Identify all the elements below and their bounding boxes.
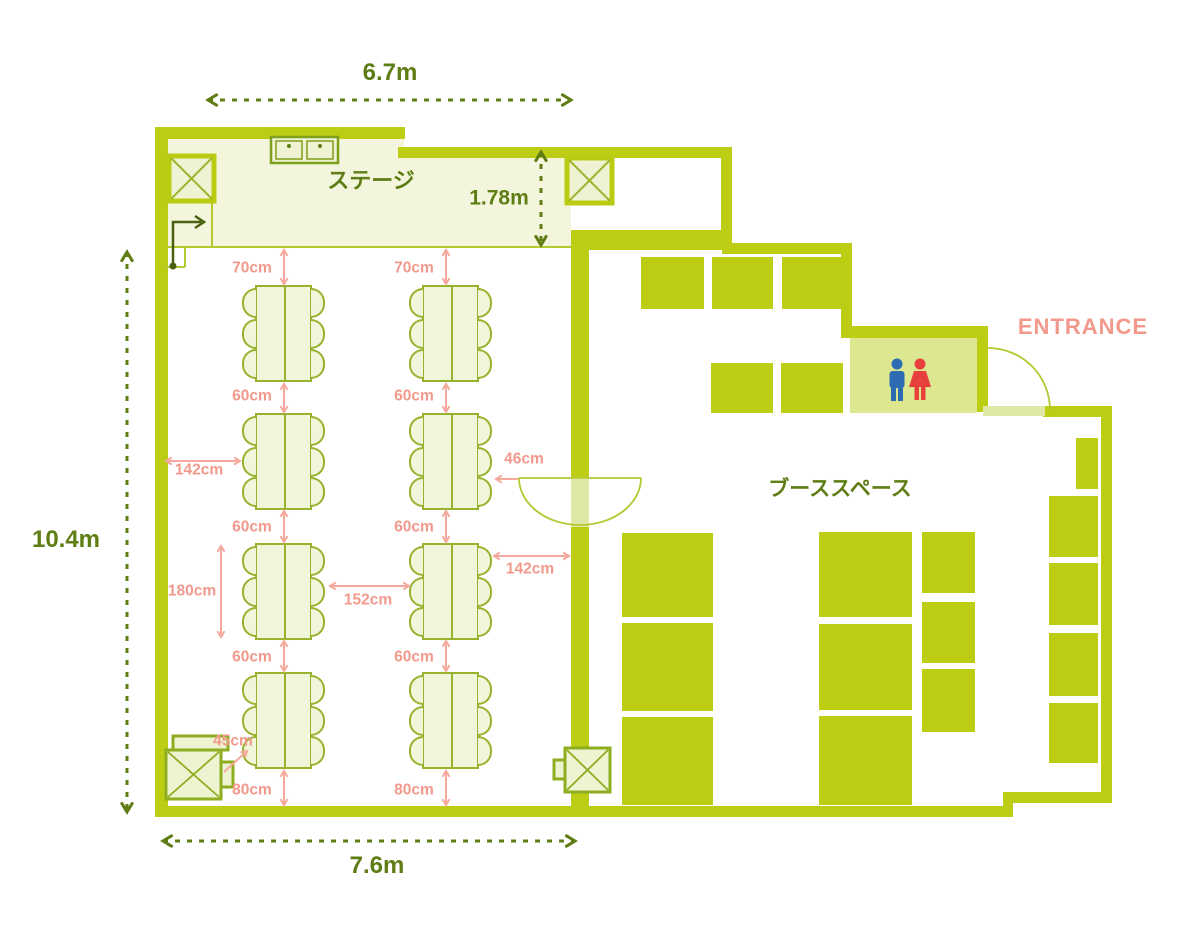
wall-bottom-main bbox=[155, 806, 1013, 817]
dimension-arrow bbox=[534, 149, 548, 248]
measurement-arrow bbox=[279, 769, 289, 807]
booth-block bbox=[712, 257, 773, 309]
projector-icon bbox=[164, 734, 235, 801]
measurement-arrow bbox=[494, 474, 518, 484]
table-split-line bbox=[450, 545, 453, 638]
booth-block bbox=[819, 716, 912, 805]
dimension-arrow bbox=[205, 93, 574, 107]
table-split-line bbox=[283, 674, 286, 767]
booth-block bbox=[622, 717, 713, 805]
measurement-arrow bbox=[441, 248, 451, 286]
wall-top-mid bbox=[398, 147, 732, 158]
table-split-line bbox=[450, 287, 453, 380]
pillar-cross-icon bbox=[564, 155, 615, 206]
measurement-arrow bbox=[216, 544, 226, 639]
wall-entrance-lower bbox=[1043, 406, 1112, 417]
wall-booth-top bbox=[722, 243, 852, 254]
measurement-arrow bbox=[164, 456, 242, 466]
double-sink-icon bbox=[269, 135, 340, 165]
seating-table bbox=[422, 672, 479, 769]
dimension-arrow bbox=[160, 834, 578, 848]
chair bbox=[409, 576, 423, 607]
measurement-arrow bbox=[279, 382, 289, 414]
measurement-arrow bbox=[441, 382, 451, 414]
booth-block bbox=[1076, 438, 1098, 489]
chair bbox=[242, 446, 256, 477]
projector-icon bbox=[552, 746, 612, 794]
booth-block bbox=[922, 602, 975, 663]
booth-block bbox=[819, 624, 912, 710]
booth-block bbox=[922, 669, 975, 732]
measurement-arrow bbox=[441, 769, 451, 807]
booth-block bbox=[781, 363, 843, 413]
measurement-arrow bbox=[441, 639, 451, 673]
booth-block bbox=[782, 257, 843, 309]
chair bbox=[409, 705, 423, 736]
measurement-arrow bbox=[441, 509, 451, 544]
seating-table bbox=[422, 543, 479, 640]
table-split-line bbox=[283, 415, 286, 508]
wall-divider bbox=[571, 248, 589, 807]
wall-restroom-top bbox=[841, 326, 988, 338]
booth-block bbox=[641, 257, 704, 309]
wall-alcove-band bbox=[571, 230, 732, 250]
measurement-arrow bbox=[279, 248, 289, 286]
pillar-cross-icon bbox=[166, 153, 217, 204]
booth-block bbox=[1049, 633, 1098, 696]
women-icon bbox=[909, 358, 931, 400]
door-opening-entrance bbox=[983, 406, 1045, 416]
chair bbox=[242, 705, 256, 736]
booth-block bbox=[622, 623, 713, 711]
measurement-arrow bbox=[492, 551, 571, 561]
booth-block bbox=[819, 532, 912, 617]
door-arc-entrance bbox=[987, 347, 1051, 411]
wall-bottom-right bbox=[1003, 792, 1112, 803]
cable-arrow bbox=[169, 214, 207, 270]
chair bbox=[409, 318, 423, 349]
chair bbox=[409, 446, 423, 477]
measurement-arrow bbox=[328, 581, 411, 591]
chair bbox=[242, 576, 256, 607]
door-opening-divider bbox=[571, 477, 589, 527]
wall-right bbox=[1101, 406, 1112, 803]
door-arc-divider bbox=[518, 477, 642, 526]
measurement-arrow bbox=[279, 509, 289, 544]
table-split-line bbox=[283, 545, 286, 638]
table-split-line bbox=[450, 415, 453, 508]
booth-block bbox=[711, 363, 773, 413]
booth-block bbox=[622, 533, 713, 617]
men-icon bbox=[889, 358, 905, 401]
dimension-arrow bbox=[120, 249, 134, 815]
wall-alcove-right bbox=[721, 147, 732, 250]
booth-block bbox=[1049, 703, 1098, 763]
booth-block bbox=[1049, 563, 1098, 625]
seating-table bbox=[422, 285, 479, 382]
wall-step-right bbox=[1003, 792, 1013, 817]
stage-area-right bbox=[404, 158, 571, 248]
stage-edge-lines bbox=[163, 202, 571, 268]
measurement-arrow bbox=[279, 639, 289, 673]
booth-block bbox=[922, 532, 975, 593]
booth-block bbox=[1049, 496, 1098, 557]
table-split-line bbox=[450, 674, 453, 767]
wall-entrance-side bbox=[977, 338, 988, 412]
wall-top-left bbox=[155, 127, 405, 139]
measurement-arrow bbox=[223, 749, 249, 773]
table-split-line bbox=[283, 287, 286, 380]
wall-left bbox=[155, 127, 168, 817]
wall-booth-step bbox=[841, 243, 852, 338]
chair bbox=[242, 318, 256, 349]
